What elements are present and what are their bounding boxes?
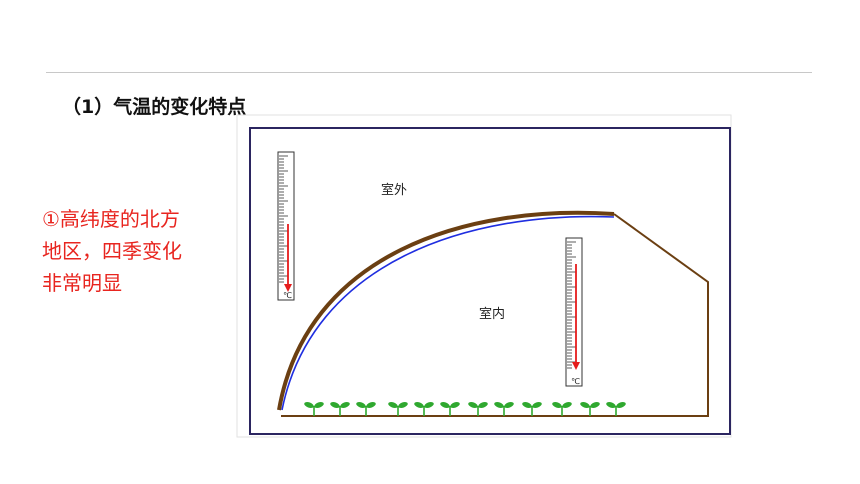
seedling-row (304, 402, 626, 416)
top-divider (46, 72, 812, 73)
greenhouse-wall (281, 213, 709, 417)
inside-label: 室内 (479, 306, 505, 322)
inside-thermometer: ℃ (565, 237, 583, 387)
greenhouse-film-arc (277, 210, 615, 411)
greenhouse-inner-arc (281, 215, 615, 411)
greenhouse-diagram: ℃ ℃ 室外 室内 (236, 114, 732, 438)
side-note: ①高纬度的北方 地区，四季变化 非常明显 (42, 203, 212, 299)
seedling (304, 402, 324, 416)
side-note-line-3: 非常明显 (42, 271, 122, 295)
seedling (440, 402, 460, 416)
seedling (522, 402, 542, 416)
section-heading: （1）气温的变化特点 (62, 96, 247, 118)
side-note-line-1: ①高纬度的北方 (42, 207, 180, 231)
seedling (356, 402, 376, 416)
seedling (414, 402, 434, 416)
inside-thermometer-unit: ℃ (571, 377, 580, 386)
seedling (330, 402, 350, 416)
diagram-frame (249, 127, 731, 435)
seedling (606, 402, 626, 416)
seedling (552, 402, 572, 416)
side-note-line-2: 地区，四季变化 (42, 239, 182, 263)
seedling (388, 402, 408, 416)
seedling (580, 402, 600, 416)
seedling (468, 402, 488, 416)
seedling (494, 402, 514, 416)
greenhouse-svg: ℃ ℃ 室外 室内 (236, 114, 732, 438)
outside-label: 室外 (381, 182, 407, 198)
outside-thermometer-unit: ℃ (283, 291, 292, 300)
outside-thermometer: ℃ (277, 151, 295, 301)
